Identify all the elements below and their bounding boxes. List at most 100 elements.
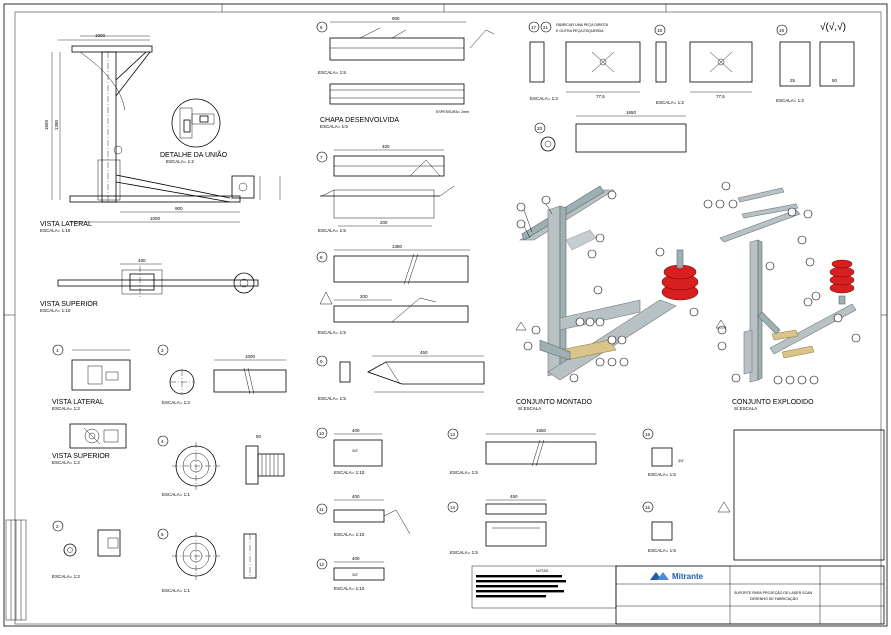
sheet-frame [3, 3, 888, 627]
main-top-view: 450 VISTA SUPERIOR ESCALA= 1:10 [40, 258, 259, 313]
detail-union: DETALHE DA UNIÃO ESCALA= 1:2 [160, 98, 228, 164]
part-15-scale: ESCALA= 1:5 [648, 472, 676, 477]
part-9-scale: ESCALA= 1:5 [318, 396, 346, 401]
dim-part-12-length: 400 [352, 556, 360, 561]
top-view-scale: ESCALA= 1:10 [40, 308, 71, 313]
dim-overall-width: 1000 [95, 33, 106, 38]
part-13-scale: ESCALA= 1:5 [450, 470, 478, 475]
part-14-scale: ESCALA= 1:5 [450, 550, 478, 555]
part-17-number: 17 [531, 25, 537, 30]
part-17: 17 21 FABRICAR UMA PEÇA DIREITA E OUTRA … [528, 21, 641, 101]
part-18-scale: ESCALA= 1:2 [656, 100, 684, 105]
part-2-number: 2 [56, 524, 59, 529]
brand-logo: Mitrante [650, 572, 704, 581]
dim-part-14-length: 450 [510, 494, 518, 499]
part-4-number: 4 [161, 439, 164, 444]
part-1-lateral-scale: ESCALA= 1:2 [52, 406, 80, 411]
part-6-flat-title: CHAPA DESENVOLVIDA [320, 117, 399, 124]
drawing-title-line-2: DESENHO DE FABRICAÇÃO [750, 596, 798, 601]
dim-part-18-width: 77,5 [716, 94, 725, 99]
dim-top-offset: 450 [138, 258, 146, 263]
part-11-scale: ESCALA= 1:10 [334, 532, 365, 537]
title-block: NOTAS Mitrante SUPORTE PARA PROJEÇÃO DE … [471, 565, 885, 625]
part-18: 18 77,5 ESCALA= 1:2 [654, 24, 753, 105]
dim-part-11-length: 400 [352, 494, 360, 499]
dim-part-19-a: 25 [790, 78, 796, 83]
dim-column-height: 1380 [54, 119, 59, 130]
lateral-view-title: VISTA LATERAL [40, 221, 92, 228]
part-15: 15 3/4" ESCALA= 1:5 [642, 428, 685, 477]
part-13: 13 1650 ESCALA= 1:5 [447, 428, 597, 475]
dim-part-17-width: 77,5 [596, 94, 605, 99]
mounted-balloons [516, 190, 699, 383]
part-6-flat-scale: ESCALA= 1:5 [320, 124, 348, 129]
part-15-thread: 3/4" [678, 459, 685, 463]
dim-part-3-length: 1000 [245, 354, 256, 359]
part-17-scale: ESCALA= 1:2 [530, 96, 558, 101]
dim-part-9-length: 450 [420, 350, 428, 355]
part-14: 14 450 ESCALA= 1:5 [447, 494, 547, 555]
part-4-scale: ESCALA= 1:1 [162, 492, 190, 497]
part-1-number: 1 [56, 348, 59, 353]
part-17-note-2: E OUTRA PEÇA ESQUERDA [556, 29, 604, 33]
part-7: 7 400 200 ESCALA= 1:5 [316, 144, 455, 233]
part-11-number: 11 [319, 507, 324, 512]
notes-heading: NOTAS [536, 569, 549, 573]
part-6-number: 6 [320, 25, 323, 30]
part-6-thickness: ESPESSURA= 2mm [436, 110, 469, 114]
dim-part-7-length: 400 [382, 144, 390, 149]
dim-part-13-length: 1650 [536, 428, 547, 433]
dim-part-4-diameter: 50 [256, 434, 262, 439]
part-10-number: 10 [319, 431, 325, 436]
part-6: 6 900 ESCALA= 1:5 ESPESSURA= 2mm CHAPA D… [316, 16, 495, 129]
part-10-scale: ESCALA= 1:10 [334, 470, 365, 475]
drawing-title-line-1: SUPORTE PARA PROJEÇÃO DE LASER SCAN [734, 590, 813, 595]
revision-strip [5, 519, 27, 621]
part-16-scale: ESCALA= 1:5 [648, 548, 676, 553]
dim-part-19-b: 50 [832, 78, 838, 83]
part-19-scale: ESCALA= 1:2 [776, 98, 804, 103]
part-12-scale: ESCALA= 1:10 [334, 586, 365, 591]
part-10-thread: 3/4" [352, 449, 359, 453]
part-16-number: 16 [645, 505, 651, 510]
part-9: 9 450 ESCALA= 1:5 [316, 350, 485, 401]
part-3: 3 1000 ESCALA= 1:2 [157, 344, 287, 405]
dim-part-8-slot: 200 [360, 294, 368, 299]
part-1: 1 VISTA LATERAL ESCALA= 1:2 VISTA SUPERI… [52, 344, 131, 465]
part-3-scale: ESCALA= 1:2 [162, 400, 190, 405]
part-12-thread: 3/4" [352, 573, 359, 577]
parts-list-table [733, 429, 885, 561]
part-13-number: 13 [450, 432, 456, 437]
part-11: 11 400 ESCALA= 1:10 [316, 494, 411, 537]
assembly-mounted-title: CONJUNTO MONTADO [516, 399, 593, 406]
assembly-exploded-title: CONJUNTO EXPLODIDO [732, 399, 814, 406]
part-5: 5 ESCALA= 1:1 [157, 528, 257, 593]
part-1-lateral-title: VISTA LATERAL [52, 399, 104, 406]
part-12-number: 12 [319, 562, 325, 567]
part-6-scale: ESCALA= 1:5 [318, 70, 346, 75]
part-19-number: 19 [779, 28, 785, 33]
part-19: 19 25 50 ESCALA= 1:2 [776, 24, 855, 103]
part-7-number: 7 [320, 155, 323, 160]
part-5-scale: ESCALA= 1:1 [162, 588, 190, 593]
part-3-number: 3 [161, 348, 164, 353]
part-2-scale: ESCALA= 1:2 [52, 574, 80, 579]
dim-part-6-length: 900 [392, 16, 400, 21]
part-12: 12 400 3/4" ESCALA= 1:10 [316, 556, 385, 591]
part-8: 8 1380 200 ESCALA= 1:5 [316, 244, 470, 335]
part-2: 2 ESCALA= 1:2 [52, 520, 121, 579]
assembly-mounted: CONJUNTO MONTADO S/ ESCALA [516, 185, 699, 411]
part-8-number: 8 [320, 255, 323, 260]
part-9-number: 9 [320, 359, 323, 364]
dim-part-20-length: 1650 [626, 110, 637, 115]
part-8-scale: ESCALA= 1:5 [318, 330, 346, 335]
exploded-balloons [703, 181, 861, 385]
main-lateral-view: 1000 1650 1380 900 1000 VISTA LATERAL ES… [40, 33, 281, 233]
part-1-top-title: VISTA SUPERIOR [52, 453, 110, 460]
assembly-mounted-scale: S/ ESCALA [518, 406, 541, 411]
part-7-scale: ESCALA= 1:5 [318, 228, 346, 233]
part-4: 4 50 ESCALA= 1:1 [157, 434, 285, 497]
part-5-number: 5 [161, 532, 164, 537]
part-16: 16 ESCALA= 1:5 [642, 501, 676, 553]
